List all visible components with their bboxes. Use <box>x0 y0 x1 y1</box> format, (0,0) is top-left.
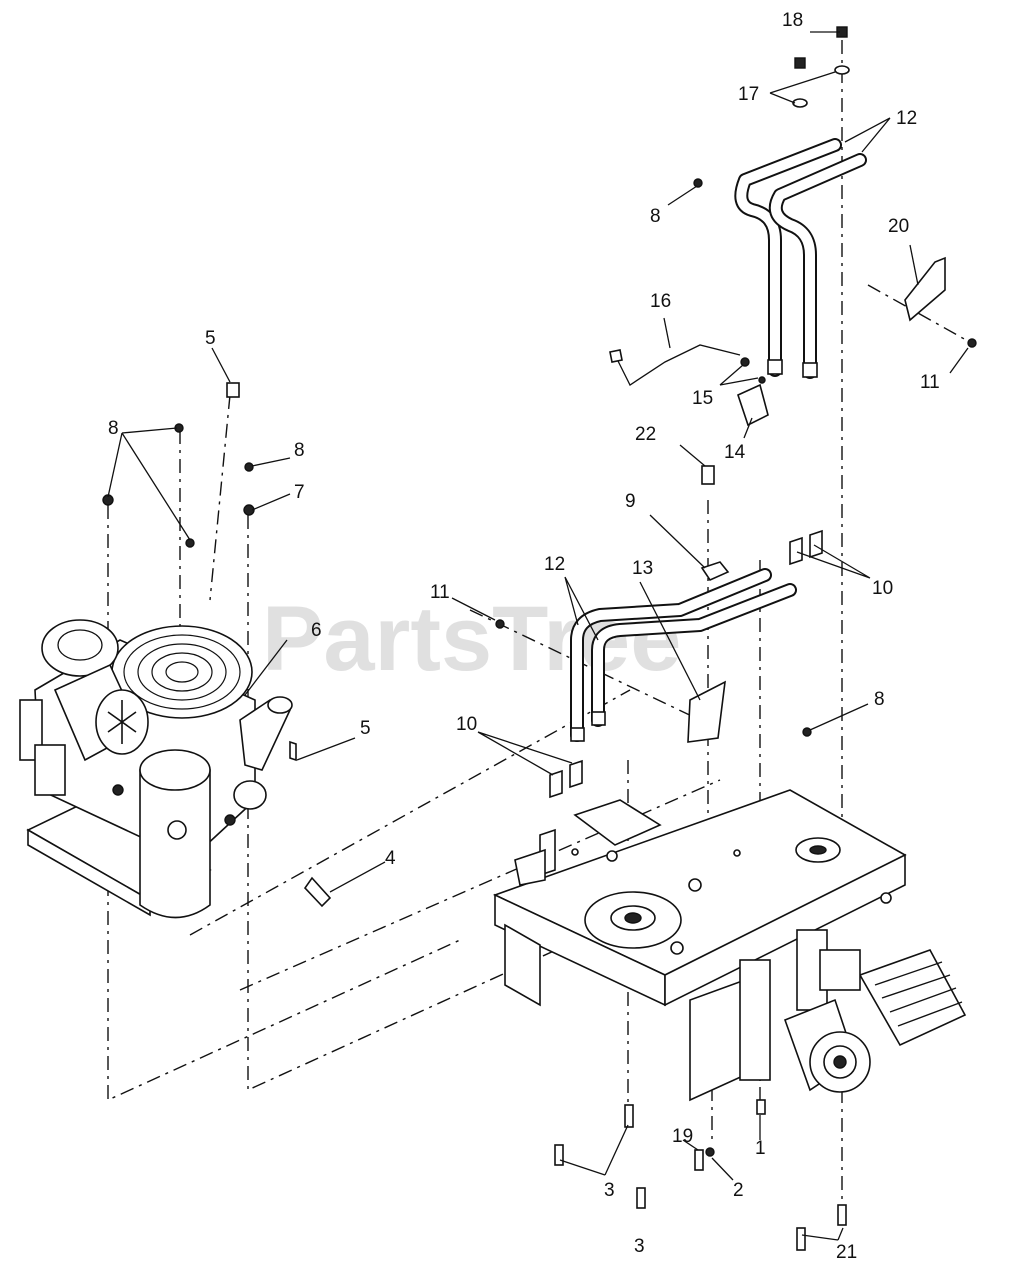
lower-hydraulic-tubes <box>570 568 797 742</box>
watermark: PartsTree <box>262 588 681 690</box>
callout-8-right: 8 <box>874 689 885 710</box>
callout-9: 9 <box>625 491 636 512</box>
callout-7: 7 <box>294 482 305 503</box>
callout-22: 22 <box>635 424 656 445</box>
callout-8-mid: 8 <box>294 440 305 461</box>
callout-16: 16 <box>650 291 671 312</box>
callout-12-top: 12 <box>896 108 917 129</box>
callout-4: 4 <box>385 848 396 869</box>
callout-11-right: 11 <box>920 372 940 393</box>
callout-8-top: 8 <box>650 206 661 227</box>
callout-17: 17 <box>738 84 759 105</box>
callout-13: 13 <box>632 558 653 579</box>
leader-lines <box>107 31 969 1241</box>
callout-21: 21 <box>836 1242 857 1263</box>
upper-hydraulic-tubes <box>734 138 867 379</box>
callout-10-right: 10 <box>872 578 893 599</box>
clip-5-right <box>289 740 297 762</box>
switch-4 <box>303 876 332 908</box>
callout-18: 18 <box>782 10 803 31</box>
callout-12-mid: 12 <box>544 554 565 575</box>
callout-2: 2 <box>733 1180 744 1201</box>
engine-hardware <box>102 382 332 908</box>
callout-15: 15 <box>692 388 713 409</box>
callout-3-lower: 3 <box>634 1236 645 1257</box>
callout-labels: 18 17 12 8 20 16 11 15 14 22 9 10 12 13 … <box>108 10 940 1263</box>
callout-6: 6 <box>311 620 322 641</box>
callout-5-top: 5 <box>205 328 216 349</box>
callout-1: 1 <box>755 1138 766 1159</box>
pump-pedal-assembly <box>739 929 967 1093</box>
callout-8-left: 8 <box>108 418 119 439</box>
engine-assembly <box>19 619 293 919</box>
callout-5-right: 5 <box>360 718 371 739</box>
clip-5-top <box>226 382 240 398</box>
callout-10-left: 10 <box>456 714 477 735</box>
callout-3-upper: 3 <box>604 1180 615 1201</box>
callout-19: 19 <box>672 1126 693 1147</box>
fittings <box>495 26 977 1251</box>
callout-14: 14 <box>724 442 746 463</box>
callout-11-left: 11 <box>430 582 450 603</box>
callout-20: 20 <box>888 216 909 237</box>
